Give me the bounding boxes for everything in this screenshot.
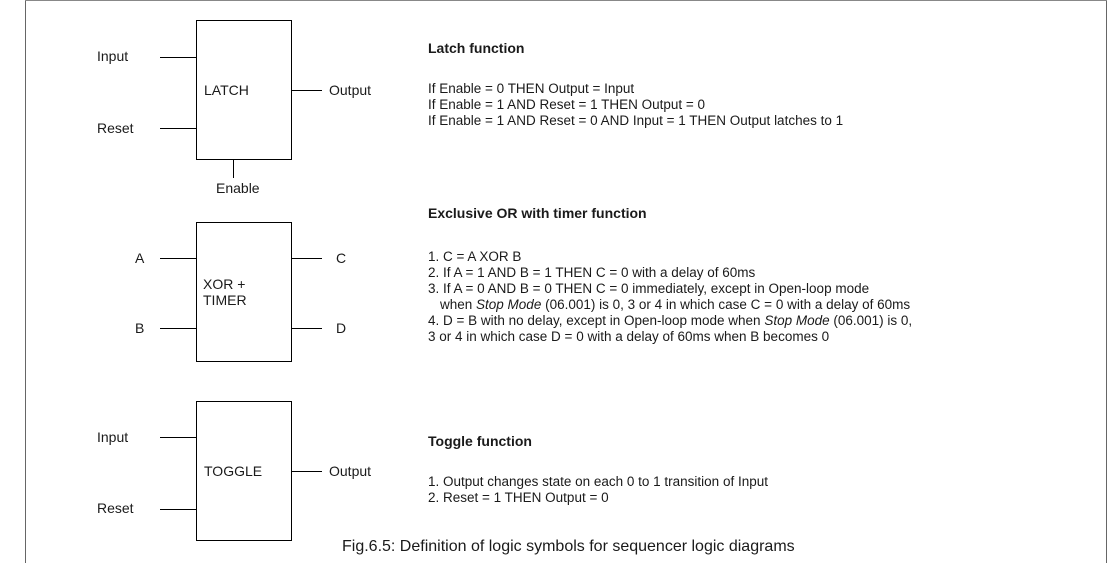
- latch-rule: If Enable = 1 AND Reset = 0 AND Input = …: [428, 113, 844, 128]
- figure-caption: Fig.6.5: Definition of logic symbols for…: [342, 538, 795, 555]
- latch-enable-line: [233, 160, 234, 178]
- xor-d-label: D: [336, 320, 347, 336]
- xor-b-label: B: [135, 320, 145, 336]
- xor-rule-text: (06.001) is 0,: [829, 313, 913, 328]
- xor-rule-text: 4. D = B with no delay, except in Open-l…: [428, 313, 765, 328]
- latch-box-label: LATCH: [204, 82, 249, 98]
- latch-output-line: [292, 90, 322, 91]
- toggle-output-label: Output: [329, 463, 372, 479]
- latch-input-line: [160, 57, 197, 58]
- frame-top-border: [25, 0, 1107, 1]
- stop-mode-term: Stop Mode: [476, 297, 542, 312]
- latch-description: If Enable = 0 THEN Output = Input If Ena…: [428, 81, 843, 129]
- xor-rule: 1. C = A XOR B: [428, 249, 522, 264]
- stop-mode-term: Stop Mode: [764, 313, 830, 328]
- xor-title: Exclusive OR with timer function: [428, 205, 647, 221]
- xor-box-label-line2: TIMER: [203, 292, 247, 308]
- latch-rule: If Enable = 1 AND Reset = 1 THEN Output …: [428, 97, 706, 112]
- xor-a-line: [160, 258, 197, 259]
- latch-reset-line: [160, 128, 197, 129]
- xor-d-line: [292, 328, 322, 329]
- xor-description: 1. C = A XOR B 2. If A = 1 AND B = 1 THE…: [428, 249, 912, 345]
- xor-rule: 3 or 4 in which case D = 0 with a delay …: [428, 329, 830, 344]
- toggle-output-line: [292, 471, 322, 472]
- xor-rule: when Stop Mode (06.001) is 0, 3 or 4 in …: [428, 297, 912, 313]
- frame-right-border: [1106, 0, 1107, 563]
- xor-timer-box: [196, 222, 292, 362]
- xor-rule: 4. D = B with no delay, except in Open-l…: [428, 313, 912, 329]
- latch-box: [196, 20, 292, 160]
- xor-c-line: [292, 258, 322, 259]
- xor-a-label: A: [135, 250, 145, 266]
- toggle-description: 1. Output changes state on each 0 to 1 t…: [428, 474, 768, 506]
- latch-reset-label: Reset: [97, 120, 134, 136]
- toggle-rule: 2. Reset = 1 THEN Output = 0: [428, 490, 609, 505]
- xor-box-label-line1: XOR +: [203, 276, 246, 292]
- toggle-box-label: TOGGLE: [204, 463, 263, 479]
- xor-rule: 2. If A = 1 AND B = 1 THEN C = 0 with a …: [428, 265, 756, 280]
- xor-c-label: C: [336, 250, 347, 266]
- toggle-reset-line: [160, 509, 197, 510]
- toggle-rule: 1. Output changes state on each 0 to 1 t…: [428, 474, 768, 489]
- xor-rule-text: (06.001) is 0, 3 or 4 in which case C = …: [541, 297, 911, 312]
- latch-rule: If Enable = 0 THEN Output = Input: [428, 81, 635, 96]
- toggle-title: Toggle function: [428, 433, 532, 449]
- frame-left-border: [25, 0, 26, 563]
- xor-rule-text: when: [440, 297, 477, 312]
- xor-b-line: [160, 328, 197, 329]
- toggle-input-label: Input: [97, 429, 129, 445]
- toggle-box: [196, 401, 292, 541]
- xor-rule: 3. If A = 0 AND B = 0 THEN C = 0 immedia…: [428, 281, 870, 296]
- latch-title: Latch function: [428, 40, 525, 56]
- toggle-input-line: [160, 437, 197, 438]
- latch-input-label: Input: [97, 48, 129, 64]
- latch-enable-label: Enable: [216, 180, 260, 196]
- latch-output-label: Output: [329, 82, 372, 98]
- toggle-reset-label: Reset: [97, 500, 134, 516]
